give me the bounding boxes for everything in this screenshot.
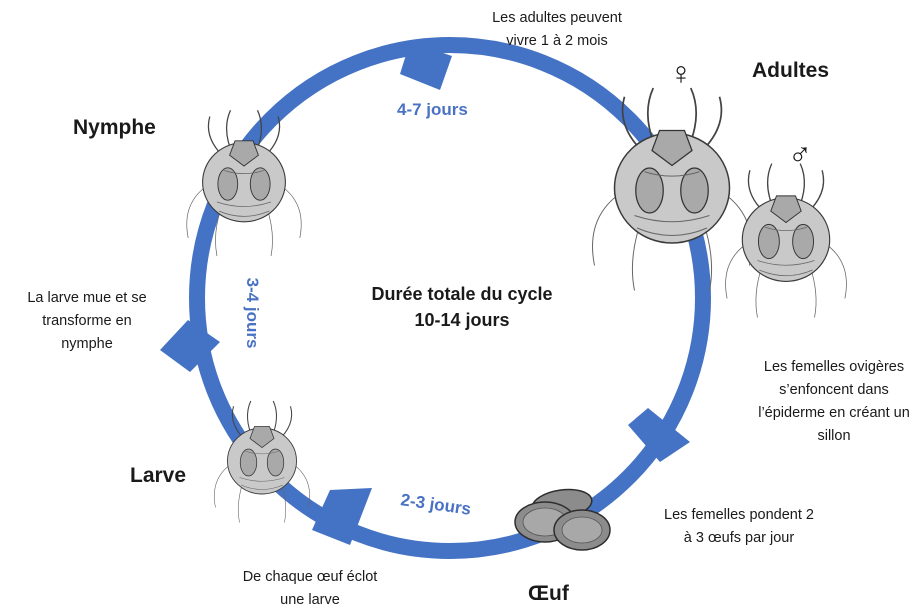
note-egg-hatch: De chaque œuf éclot une larve [243,569,378,608]
mite-male-icon [726,164,847,318]
note-line: Les femelles ovigères [764,359,904,375]
note-line: une larve [280,592,340,608]
note-line: sillon [817,428,850,444]
note-larva-molt: La larve mue et se transforme en nymphe [27,290,146,352]
note-females-burrow: Les femelles ovigères s’enfoncent dans l… [758,359,910,444]
female-symbol: ♀ [669,55,693,91]
male-symbol: ♂ [788,135,812,171]
note-line: De chaque œuf éclot [243,569,378,585]
center-duration: 10-14 jours [414,310,509,330]
note-line: La larve mue et se [27,290,146,306]
note-line: vivre 1 à 2 mois [506,33,608,49]
stage-label-egg: Œuf [528,582,570,605]
note-line: à 3 œufs par jour [684,530,795,546]
duration-larva-nymph: 3-4 jours [243,278,262,349]
note-line: transforme en [42,313,131,329]
note-line: Les femelles pondent 2 [664,507,814,523]
stage-label-nymph: Nymphe [73,116,156,139]
note-line: Les adultes peuvent [492,10,622,26]
note-line: nymphe [61,336,113,352]
note-eggs-laid: Les femelles pondent 2 à 3 œufs par jour [664,507,814,546]
duration-nymph-adult: 4-7 jours [397,100,468,119]
note-adults-lifespan: Les adultes peuvent vivre 1 à 2 mois [492,10,622,49]
note-line: s’enfoncent dans [779,382,889,398]
stage-label-adults: Adultes [752,59,829,82]
stage-label-larva: Larve [130,464,186,487]
mite-female-icon [593,88,752,291]
duration-egg-larva: 2-3 jours [399,490,472,519]
note-line: l’épiderme en créant un [758,405,910,421]
center-title: Durée totale du cycle [371,284,552,304]
